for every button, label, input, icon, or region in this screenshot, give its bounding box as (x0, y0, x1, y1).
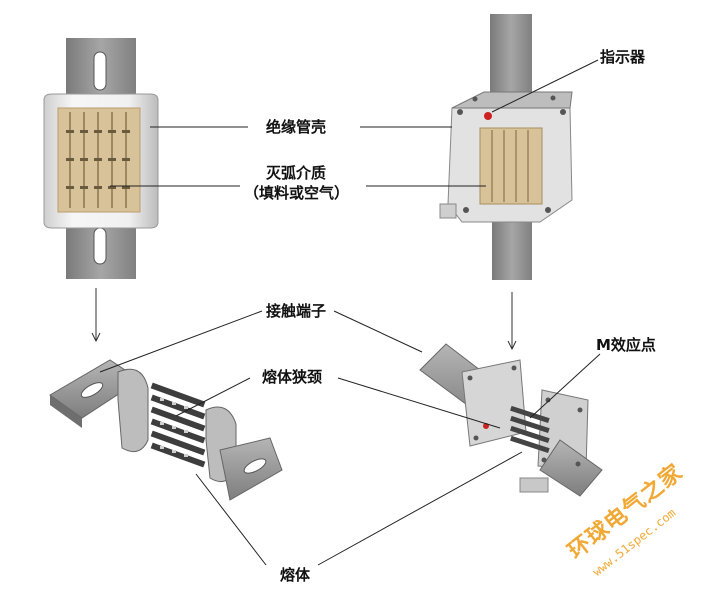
fuse-open-view-left (49, 359, 283, 501)
leader-neck-right (337, 377, 501, 429)
fuse-open-view-right (419, 343, 603, 497)
fuse-front-view (43, 38, 159, 279)
melt-element-stack (150, 382, 206, 468)
arc-medium-filler-right (479, 127, 543, 205)
left-terminal-hole (80, 382, 104, 398)
leader-lines (99, 59, 601, 566)
leader-neck-left (175, 377, 251, 417)
housing-screws (457, 95, 566, 213)
fuse-square-body-view (439, 14, 573, 280)
label-indicator: 指示器 (600, 48, 646, 66)
top-terminal-slot (93, 51, 107, 91)
leader-melt-left (195, 473, 267, 566)
indicator-red-dot (484, 112, 492, 120)
bracket-screws (467, 365, 583, 467)
arrows (91, 288, 517, 351)
leader-terminal-right (333, 310, 423, 353)
mounting-foot (439, 203, 457, 219)
melt-necks (66, 130, 130, 189)
leader-m-effect (529, 353, 601, 419)
mounting-bracket (519, 477, 549, 493)
melt-strips-right (491, 130, 529, 202)
label-insulating-tube: 绝缘管壳 (266, 118, 327, 136)
arrow-right-head (507, 340, 517, 351)
lower-contact-terminal (539, 439, 603, 497)
leader-terminal-left (99, 310, 263, 373)
left-terminal-side (50, 395, 82, 428)
left-side-plate (461, 359, 527, 447)
label-contact-terminal: 接触端子 (266, 302, 327, 320)
right-terminal-hole (243, 458, 267, 474)
leader-melt-right (317, 451, 523, 566)
label-arc-medium-note: （填料或空气） (244, 184, 350, 202)
label-arc-medium: 灭弧介质 (266, 164, 327, 182)
arrow-left-head (91, 332, 101, 343)
label-melt: 熔体 (280, 566, 311, 584)
label-m-effect-point: M效应点 (596, 336, 656, 354)
bottom-terminal-slot (93, 227, 107, 265)
melt-holes (160, 398, 188, 457)
leader-indicator (491, 59, 599, 113)
left-end-flange (117, 368, 149, 453)
melt-element-stack-right (510, 405, 550, 454)
label-melt-neck: 熔体狭颈 (262, 368, 323, 386)
